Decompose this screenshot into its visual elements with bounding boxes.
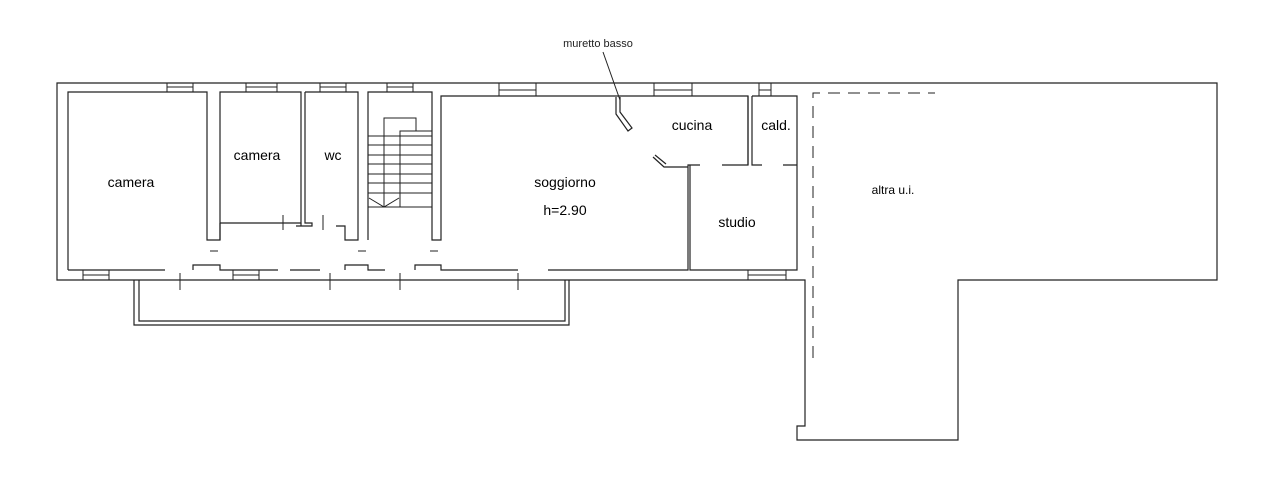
annotation-muretto-basso: muretto basso [563, 38, 633, 50]
wall-wc [296, 91, 359, 241]
stairs [368, 117, 432, 208]
door-marks [179, 215, 519, 290]
wall-camera-large [67, 91, 302, 270]
terrace [133, 280, 570, 326]
wall-bottom-inner [68, 164, 700, 271]
room-label-studio: studio [718, 214, 756, 230]
room-label-wc: wc [323, 147, 341, 163]
muretto-wall-2 [652, 154, 688, 168]
outer-wall [56, 82, 1218, 441]
room-label-camera-large: camera [108, 174, 155, 190]
windows [82, 83, 787, 280]
wall-kitchen [689, 95, 798, 271]
room-label-cucina: cucina [672, 117, 713, 133]
wall-camera-small [219, 222, 270, 240]
room-label-camera-small: camera [234, 147, 281, 163]
annotation-leader [602, 51, 621, 101]
room-label-soggiorno: soggiorno [534, 174, 596, 190]
room-label-other-unit: altra u.i. [872, 183, 915, 197]
room-label-cald: cald. [761, 117, 791, 133]
other-unit-dashed-boundary [812, 92, 935, 358]
muretto-basso-wall [615, 97, 633, 132]
room-height-label: h=2.90 [543, 202, 586, 218]
